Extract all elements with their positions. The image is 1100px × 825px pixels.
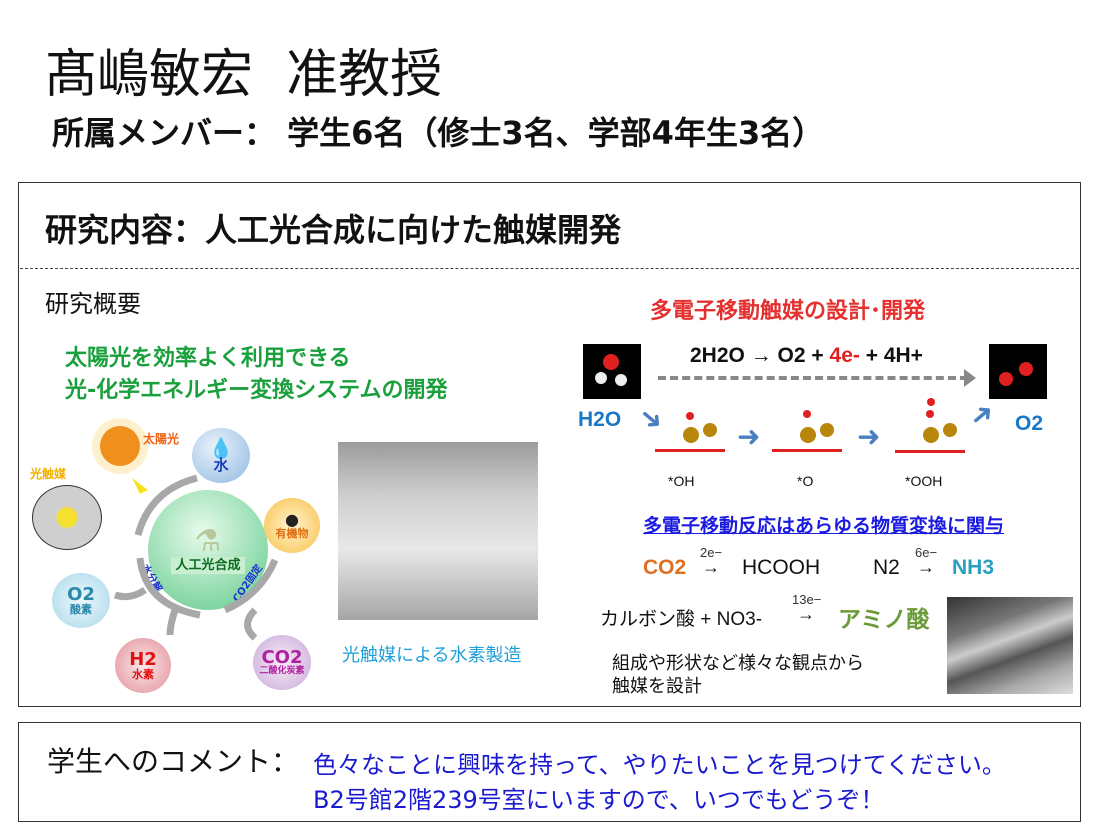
eq2-product: NH3 — [952, 556, 995, 579]
co2-text: CO2 — [261, 647, 303, 668]
goal-line-2: 光-化学エネルギー変換システムの開発 — [65, 378, 448, 403]
o2-text: O2 — [67, 584, 95, 605]
h2-text: H2 — [129, 649, 157, 670]
arrow-right-icon: ➜ — [737, 420, 761, 453]
arrow-head-icon — [964, 369, 976, 387]
arrow-icon: → — [797, 604, 815, 624]
artificial-photosynthesis-circle: ⚗人工光合成 — [148, 490, 268, 610]
o2-molecule-image — [989, 344, 1047, 399]
goal-line-1: 太陽光を効率よく利用できる — [65, 346, 351, 371]
co2-label: 二酸化炭素 — [259, 666, 305, 676]
comment-line-1: 色々なことに興味を持って、やりたいことを見つけてください。 — [313, 751, 1006, 779]
eq2-reactant: N2 — [873, 556, 900, 579]
comment-label: 学生へのコメント： — [47, 745, 300, 778]
eq-plus: + — [811, 344, 824, 367]
organic-label: 有機物 — [275, 527, 309, 540]
intermediate-label: *OH — [668, 473, 695, 489]
photo-caption: 光触媒による水素製造 — [342, 645, 522, 666]
catalyst-design-title: 多電子移動触媒の設計･開発 — [650, 299, 926, 324]
eq1-product: HCOOH — [742, 556, 821, 579]
professor-name: 髙嶋敏宏 — [45, 45, 254, 105]
eq-arrow: → — [750, 344, 772, 367]
research-box — [18, 182, 1081, 707]
design-line-2: 触媒を設計 — [612, 676, 702, 697]
h2o-molecule-image — [583, 344, 641, 399]
h2-label: 水素 — [132, 668, 154, 681]
hydrogen-production-photo — [338, 442, 538, 620]
dashed-arrow — [658, 376, 968, 380]
ooh-intermediate-structure — [895, 392, 965, 467]
cycle-arrows — [113, 474, 279, 641]
tem-image — [947, 597, 1073, 694]
comment-box — [18, 722, 1081, 822]
arrow-icon: → — [702, 557, 720, 577]
eq3-electrons: 13e− — [792, 592, 822, 607]
o-intermediate-structure — [772, 405, 842, 467]
eq-o2: O2 — [777, 344, 806, 367]
molecule-icon: ● — [285, 510, 299, 529]
eq2-electrons: 6e− — [915, 545, 938, 560]
eq1-reactant: CO2 — [643, 556, 687, 579]
page-title: 髙嶋敏宏 准教授 — [45, 32, 442, 107]
organic-circle: ●有機物 — [264, 498, 320, 553]
comment-line-2: B2号館2階239号室にいますので、いつでもどうぞ！ — [313, 786, 885, 814]
intermediate-label: *OOH — [905, 473, 943, 489]
arrow-icon: → — [917, 557, 935, 577]
flask-icon: ⚗ — [194, 523, 222, 559]
eq3-product: アミノ酸 — [838, 607, 930, 633]
divider — [20, 268, 1079, 269]
eq1-electrons: 2e− — [700, 545, 723, 560]
intermediate-label: *O — [797, 473, 814, 489]
h2o-label: H2O — [578, 408, 622, 431]
eq-plus: + — [865, 344, 878, 367]
eq-lhs: 2H2O — [690, 344, 745, 367]
water-label: 水 — [213, 456, 229, 474]
photocatalyst-photo — [32, 485, 102, 550]
multi-electron-statement: 多電子移動反応はあらゆる物質変換に関与 — [643, 515, 1005, 537]
o2-label: O2 — [1015, 412, 1044, 435]
overview-label: 研究概要 — [45, 290, 141, 318]
members-line: 所属メンバー： 学生6名（修士3名、学部4年生3名） — [52, 114, 825, 152]
photocatalyst-label: 光触媒 — [30, 467, 67, 481]
o2-label: 酸素 — [70, 603, 92, 616]
center-label: 人工光合成 — [171, 556, 245, 574]
eq-protons: 4H+ — [883, 344, 923, 367]
professor-position: 准教授 — [286, 45, 443, 105]
eq-electrons: 4e- — [829, 344, 860, 367]
water-circle: 💧水 — [192, 428, 250, 483]
sunlight-label: 太陽光 — [143, 432, 180, 446]
sunlight-arrow — [132, 478, 148, 494]
research-heading: 研究内容：人工光合成に向けた触媒開発 — [45, 211, 622, 249]
oh-intermediate-structure — [655, 405, 725, 467]
arrow-right-icon: ➜ — [857, 420, 881, 453]
sun-icon — [100, 426, 140, 466]
eq3-reactant: カルボン酸 + NO3- — [600, 609, 763, 630]
water-oxidation-equation: 2H2O → O2 + 4e- + 4H+ — [690, 344, 923, 368]
water-drop-icon: 💧 — [208, 436, 234, 460]
design-line-1: 組成や形状など様々な観点から — [612, 653, 864, 674]
